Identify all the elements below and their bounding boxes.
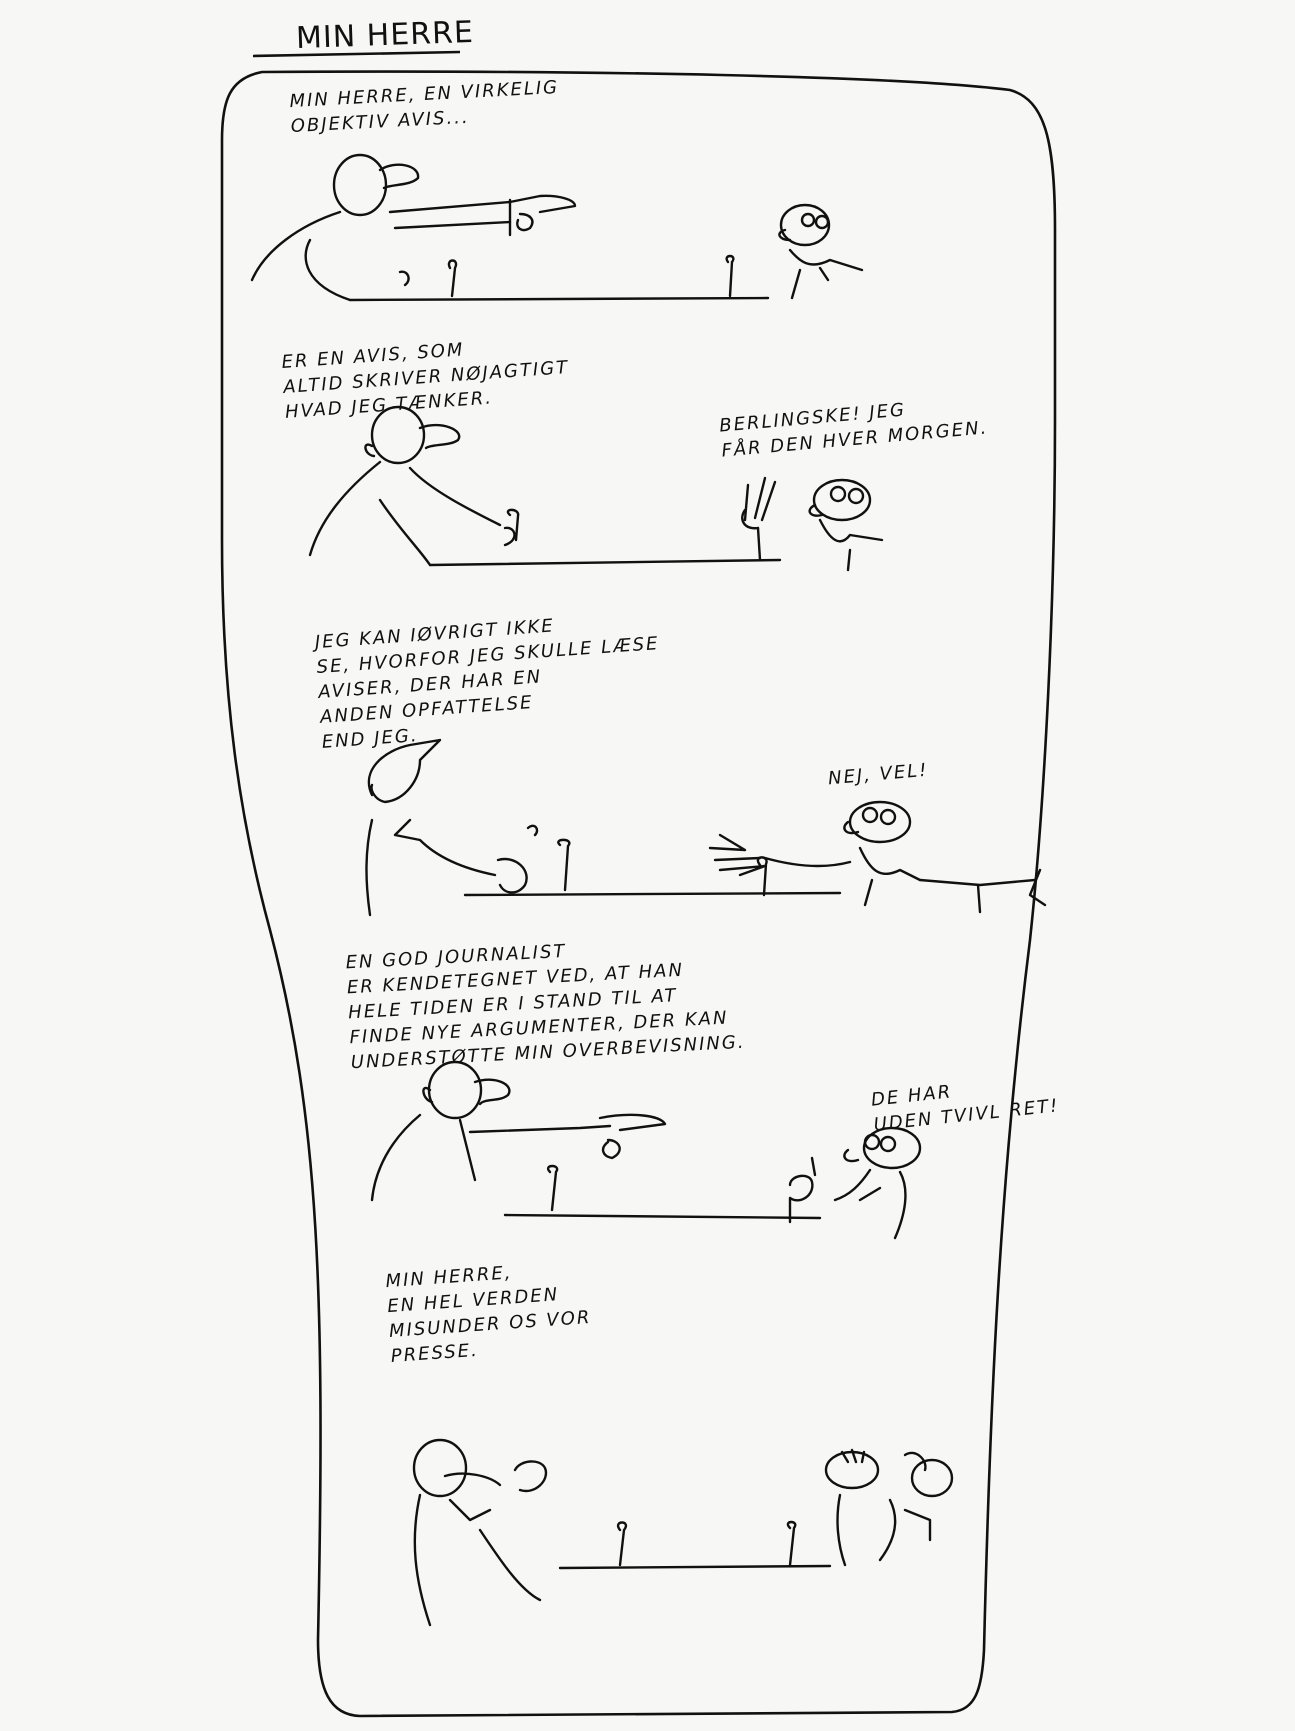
panel-3-table: [463, 891, 842, 897]
panel-1-glass: [447, 259, 458, 298]
panel-4-listener-hand: [788, 1156, 817, 1224]
panel-2-raised-hand: [741, 476, 777, 530]
panel-1-man-body: [250, 210, 352, 302]
panel-1-table: [348, 296, 770, 302]
panel-3-man-head: [367, 738, 442, 804]
panel-1-hand: [508, 198, 534, 237]
panel-3-right-hand: [918, 868, 1047, 914]
panel-2-listener-head: [812, 478, 872, 522]
panel-4-listener-head: [862, 1126, 922, 1170]
panel-1-man-arm: [388, 194, 577, 230]
panel-3-man-body: [365, 818, 497, 917]
panel-4-pointing-hand: [598, 1113, 667, 1160]
panel-3-listener-head: [848, 800, 912, 844]
panel-5-listener-head: [824, 1450, 880, 1490]
panel-4-man-body: [370, 1113, 612, 1202]
panel-1-listener-head: [779, 203, 831, 247]
panel-5-man-head: [412, 1438, 468, 1498]
panel-3-fist: [496, 857, 528, 894]
panel-2-man-body: [308, 460, 502, 567]
panel-2-table: [428, 558, 782, 567]
panel-5-man-body: [413, 1493, 542, 1627]
panel-1-man-nose: [378, 163, 420, 190]
panel-2-man-head: [370, 405, 426, 465]
panel-3-open-hand: [708, 833, 767, 877]
panel-5-listener-hand-left: [840, 1448, 866, 1464]
panel-4-table: [503, 1213, 822, 1220]
panel-5-listener-hand-right: [903, 1451, 927, 1472]
panel-5-table: [558, 1564, 832, 1570]
panel-1-man-head: [332, 153, 388, 217]
panel-5-man-hand: [513, 1460, 548, 1493]
